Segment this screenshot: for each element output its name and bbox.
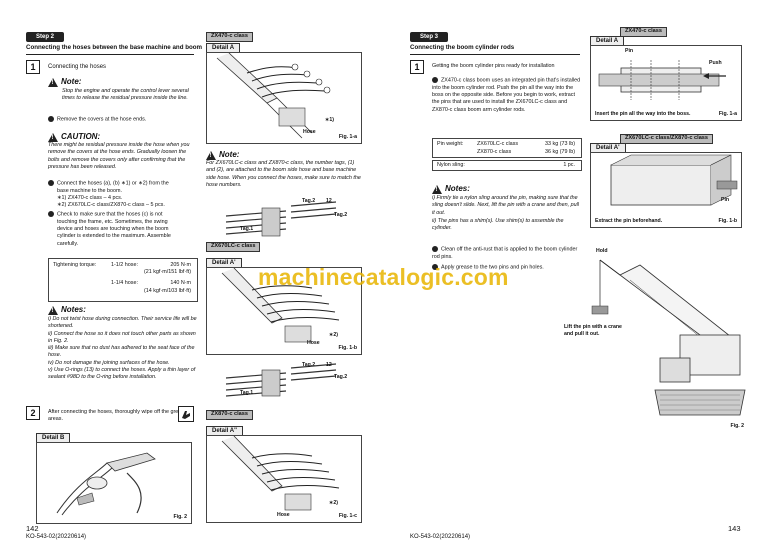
fig-2-label: Fig. 2: [173, 513, 187, 520]
note2-heading: Note:: [206, 150, 239, 161]
bullet-check-hoses: Check to make sure that the hoses (c) is…: [48, 211, 198, 248]
step-3-tab: Step 3: [410, 32, 449, 43]
fig-2-right-label: Fig. 2: [730, 422, 744, 429]
step-number-1: 1: [26, 60, 40, 74]
hose-connection-illustration-b: [221, 268, 340, 343]
note-item: i) Firmly tie a nylon sling around the p…: [432, 195, 579, 216]
step-2-text: After connecting the hoses, thoroughly w…: [48, 409, 187, 423]
bullet-3-icon: [48, 211, 54, 217]
note-item: i) Do not twist hose during connection. …: [48, 316, 197, 330]
fig-1a-label: Fig. 1-a: [338, 133, 357, 140]
detail-b-figure: Fig. 2: [36, 442, 192, 524]
fig-1c-frame: ∗2) Hose Fig. 1-c: [206, 435, 362, 523]
caption-zx470-right: ZX470-c class: [620, 27, 668, 37]
heading-rule: [26, 54, 194, 55]
nylon-sling-table: Nylon sling: 1 pc.: [432, 160, 582, 171]
hose-connection-illustration-a: [216, 53, 331, 139]
notes-heading: Notes:: [48, 305, 86, 316]
doc-code-left: KO-543-02(20220614): [26, 534, 87, 540]
page-number-left: 142: [26, 524, 39, 533]
note-text: Stop the engine and operate the control …: [62, 88, 189, 102]
note-item: iv) Do not damage the joining surfaces o…: [48, 359, 170, 366]
fig-1c-label: Fig. 1-c: [338, 512, 357, 519]
fig-1b-right-frame: Pin Extract the pin beforehand. Fig. 1-b: [590, 152, 742, 228]
hose-label: Hose: [303, 129, 316, 135]
bullet-2-icon: [48, 180, 54, 186]
note-heading: Note:: [48, 77, 81, 88]
notes-triangle-icon: [48, 305, 58, 315]
torque-table: Tightening torque: 1-1/2 hose: 205 N·m (…: [48, 258, 198, 302]
note2-text: For ZX670LC-c class and ZX870-c class, t…: [206, 160, 361, 188]
page-number-right: 143: [728, 524, 741, 533]
caption-zx470: ZX470-c class: [206, 32, 254, 42]
bullet-apply-grease: Apply grease to the two pins and pin hol…: [432, 264, 582, 272]
note-item: iii) Make sure that no dust has adhered …: [48, 345, 195, 359]
caution-heading: CAUTION:: [48, 132, 100, 143]
caption-zx670-870: ZX670LC-c class/ZX870-c class: [620, 134, 714, 144]
hose-wipe-illustration: [56, 452, 156, 516]
notes-list-right: i) Firmly tie a nylon sling around the p…: [432, 195, 582, 232]
pin-insert-illustration: [598, 60, 726, 100]
fig-1a-right-frame: Pin Push Insert the pin all the way into…: [590, 45, 742, 121]
wipe-hand-icon: [178, 406, 194, 422]
bullet-clean-anti-rust: Clean off the anti-rust that is applied …: [432, 246, 578, 260]
caution-text: There might be residual pressure inside …: [48, 142, 190, 170]
section-heading-right: Connecting the boom cylinder rods: [410, 44, 515, 51]
step-1-text: Connecting the hoses: [48, 64, 107, 70]
pin-extract-illustration: [610, 154, 738, 206]
bullet-3-icon: [432, 264, 438, 270]
bullet-connect-hoses: Connect the hoses (a), (b) ∗1) or ∗2) fr…: [48, 180, 198, 210]
note-item: v) Use O-rings (13) to connect the hoses…: [48, 367, 196, 381]
step-label: Step 2: [26, 32, 65, 43]
notes-triangle-icon: [432, 184, 442, 194]
tag-diagram-2: Tag.2 12 Tag.2 Tag.1: [206, 360, 362, 406]
hose-tags-illustration-2: [225, 363, 337, 397]
note-item: ii) Connect the hose so it does not touc…: [48, 330, 196, 344]
watermark-text: machinecatalogic.com: [258, 264, 509, 290]
bullet-1-icon: [432, 77, 438, 83]
warning-triangle-icon: [48, 77, 58, 87]
caption-zx870: ZX870-c class: [206, 410, 254, 420]
heading-rule-right: [410, 54, 580, 55]
fig-1b-right-label: Fig. 1-b: [718, 217, 737, 224]
bullet-1-icon: [48, 116, 54, 122]
section-heading: Connecting the hoses between the base ma…: [26, 44, 203, 51]
doc-code-right: KO-543-02(20220614): [410, 534, 471, 540]
fig-1b-label: Fig. 1-b: [338, 344, 357, 351]
step-number-2: 2: [26, 406, 40, 420]
step-1-right-text: Getting the boom cylinder pins ready for…: [432, 63, 555, 69]
caption-zx670: ZX670LC-c class: [206, 242, 261, 252]
bullet-2-icon: [432, 246, 438, 252]
hose-tags-illustration-1: [225, 201, 337, 237]
pin-weight-table: Pin weight: ZX670LC-c class 33 kg (73 lb…: [432, 138, 582, 158]
bullet-integrated-pin: ZX470-c class boom uses an integrated pi…: [432, 77, 581, 113]
bullet-remove-covers: Remove the covers at the hose ends.: [48, 116, 198, 124]
note-item: ii) The pins has a shim(s). Use shim(s) …: [432, 217, 564, 232]
tag-diagram-1: Tag.2 12 Tag.2 Tag.1: [206, 196, 362, 248]
step-number-1-right: 1: [410, 60, 424, 74]
fig-2-excavator: Hold Lift the pin with a crane and pull …: [560, 240, 750, 432]
notes-list: i) Do not twist hose during connection. …: [48, 316, 198, 382]
fig-1b-frame: ∗2) Hose Fig. 1-b: [206, 267, 362, 355]
hose-connection-illustration-c: [221, 436, 340, 511]
fig-1a-right-label: Fig. 1-a: [718, 110, 737, 117]
excavator-illustration: [591, 259, 746, 416]
notes-heading-right: Notes:: [432, 184, 470, 195]
note-triangle-icon: [206, 150, 216, 160]
step-2-tab: Step 2: [26, 32, 65, 43]
step-label: Step 3: [410, 32, 449, 43]
caution-triangle-icon: [48, 132, 58, 142]
fig-1a-frame: ∗1) Hose Fig. 1-a: [206, 52, 362, 144]
